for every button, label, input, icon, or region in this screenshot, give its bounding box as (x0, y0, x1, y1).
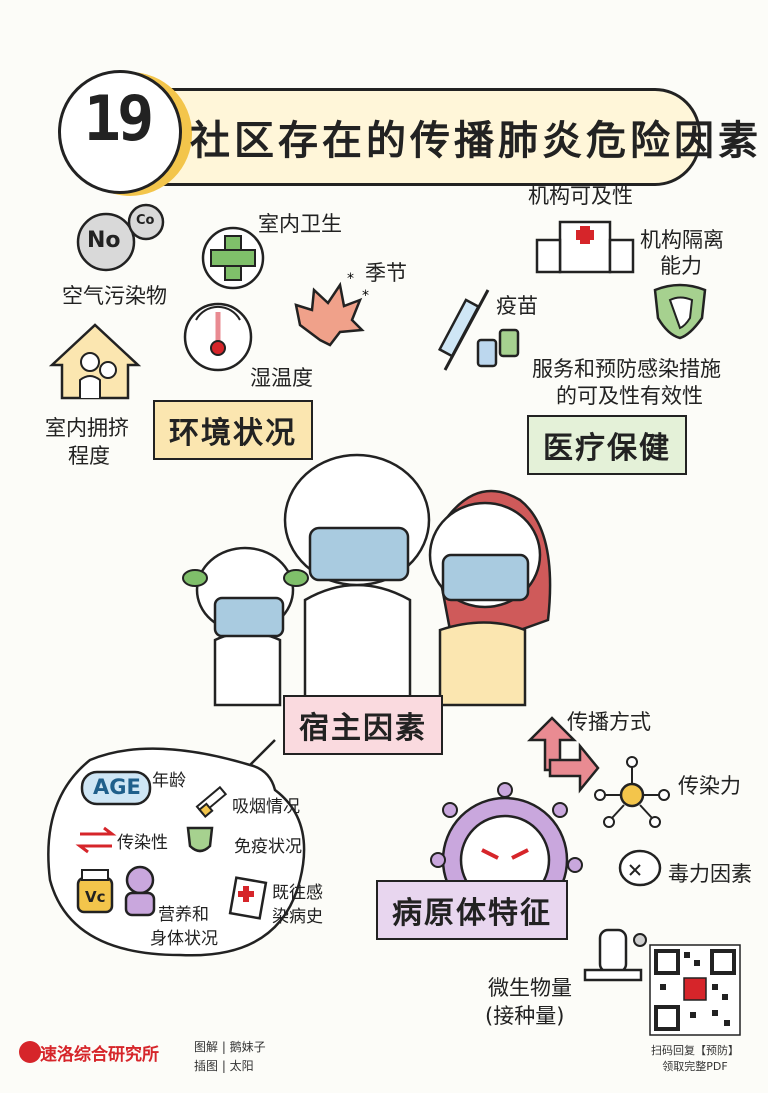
immunity-label: 免疫状况 (234, 837, 302, 857)
co-badge-text: Co (136, 213, 155, 228)
contagion-molecule-icon (594, 756, 670, 828)
history-label-2: 染病史 (272, 907, 323, 927)
pollutants-label: 空气污染物 (62, 284, 167, 308)
number-badge (58, 70, 182, 194)
hygiene-label: 室内卫生 (258, 212, 342, 236)
medical-heading: 医疗保健 (527, 415, 687, 475)
environment-heading: 环境状况 (153, 400, 313, 460)
services-label-1: 服务和预防感染措施 (532, 357, 721, 381)
history-label-1: 既往感 (272, 883, 323, 903)
page-title: 社区存在的传播肺炎危险因素 (190, 118, 762, 164)
credit-illustration: 插图 | 太阳 (194, 1059, 254, 1073)
age-badge-text: AGE (93, 775, 141, 799)
vaccine-syringe-icon (437, 289, 520, 371)
season-label: 季节 (365, 261, 407, 285)
maple-leaf-icon: * * (294, 271, 369, 347)
qr-code-image (649, 944, 741, 1036)
humidity-gauge-icon (183, 302, 253, 372)
dose-label-2: (接种量) (485, 1004, 565, 1028)
family-illustration (182, 453, 552, 712)
no-badge-text: No (87, 228, 121, 253)
cigarette-icon (195, 785, 228, 818)
hospital-building-icon (535, 220, 635, 274)
isolation-label-1: 机构隔离 (640, 228, 724, 252)
transmission-mode-label: 传播方式 (567, 710, 651, 734)
age-badge-icon (80, 770, 152, 806)
pollutant-molecule-icon (76, 203, 165, 272)
contagiousness-label: 传染力 (678, 774, 741, 798)
smoking-label: 吸烟情况 (232, 797, 300, 817)
qr-caption-2: 领取完整PDF (662, 1060, 728, 1073)
transmission-route-icon (526, 716, 600, 794)
svg-text:*: * (347, 271, 354, 287)
crowded-house-icon (48, 323, 142, 400)
pathogen-heading: 病原体特征 (376, 880, 568, 940)
org-name: 速洛综合研究所 (40, 1045, 159, 1065)
crowding-label-2: 程度 (68, 444, 110, 468)
credit-text: 图解 | 鹅妹子 (194, 1040, 266, 1054)
services-label-2: 的可及性有效性 (556, 384, 703, 408)
section-number: 19 (83, 82, 155, 155)
medical-cross-icon (201, 226, 265, 290)
nutrition-label-2: 身体状况 (150, 929, 218, 949)
medical-record-icon (228, 876, 268, 920)
vitamin-c-jar-icon (76, 869, 114, 914)
vaccine-label: 疫苗 (496, 294, 538, 318)
crowding-label-1: 室内拥挤 (45, 416, 129, 440)
host-heading: 宿主因素 (283, 695, 443, 755)
person-silhouette-icon (124, 865, 156, 917)
qr-caption-1: 扫码回复【预防】 (651, 1044, 739, 1057)
dose-label-1: 微生物量 (488, 976, 572, 1000)
age-label: 年龄 (152, 771, 186, 791)
humidity-label: 湿温度 (250, 366, 313, 390)
org-logo-icon (19, 1041, 41, 1063)
infectivity-label: 传染性 (117, 833, 168, 853)
virulence-label: 毒力因素 (668, 862, 752, 886)
svg-text:*: * (362, 288, 369, 304)
accessibility-label: 机构可及性 (528, 184, 633, 208)
microscope-icon (583, 928, 647, 982)
isolation-label-2: 能力 (660, 254, 702, 278)
skull-icon (618, 849, 662, 887)
nutrition-label-1: 营养和 (158, 905, 209, 925)
immunity-shield-icon (186, 826, 214, 853)
shield-icon (653, 283, 707, 340)
title-banner (105, 88, 701, 186)
transmission-arrows-icon (75, 826, 117, 854)
vc-badge-text: Vc (85, 888, 106, 906)
